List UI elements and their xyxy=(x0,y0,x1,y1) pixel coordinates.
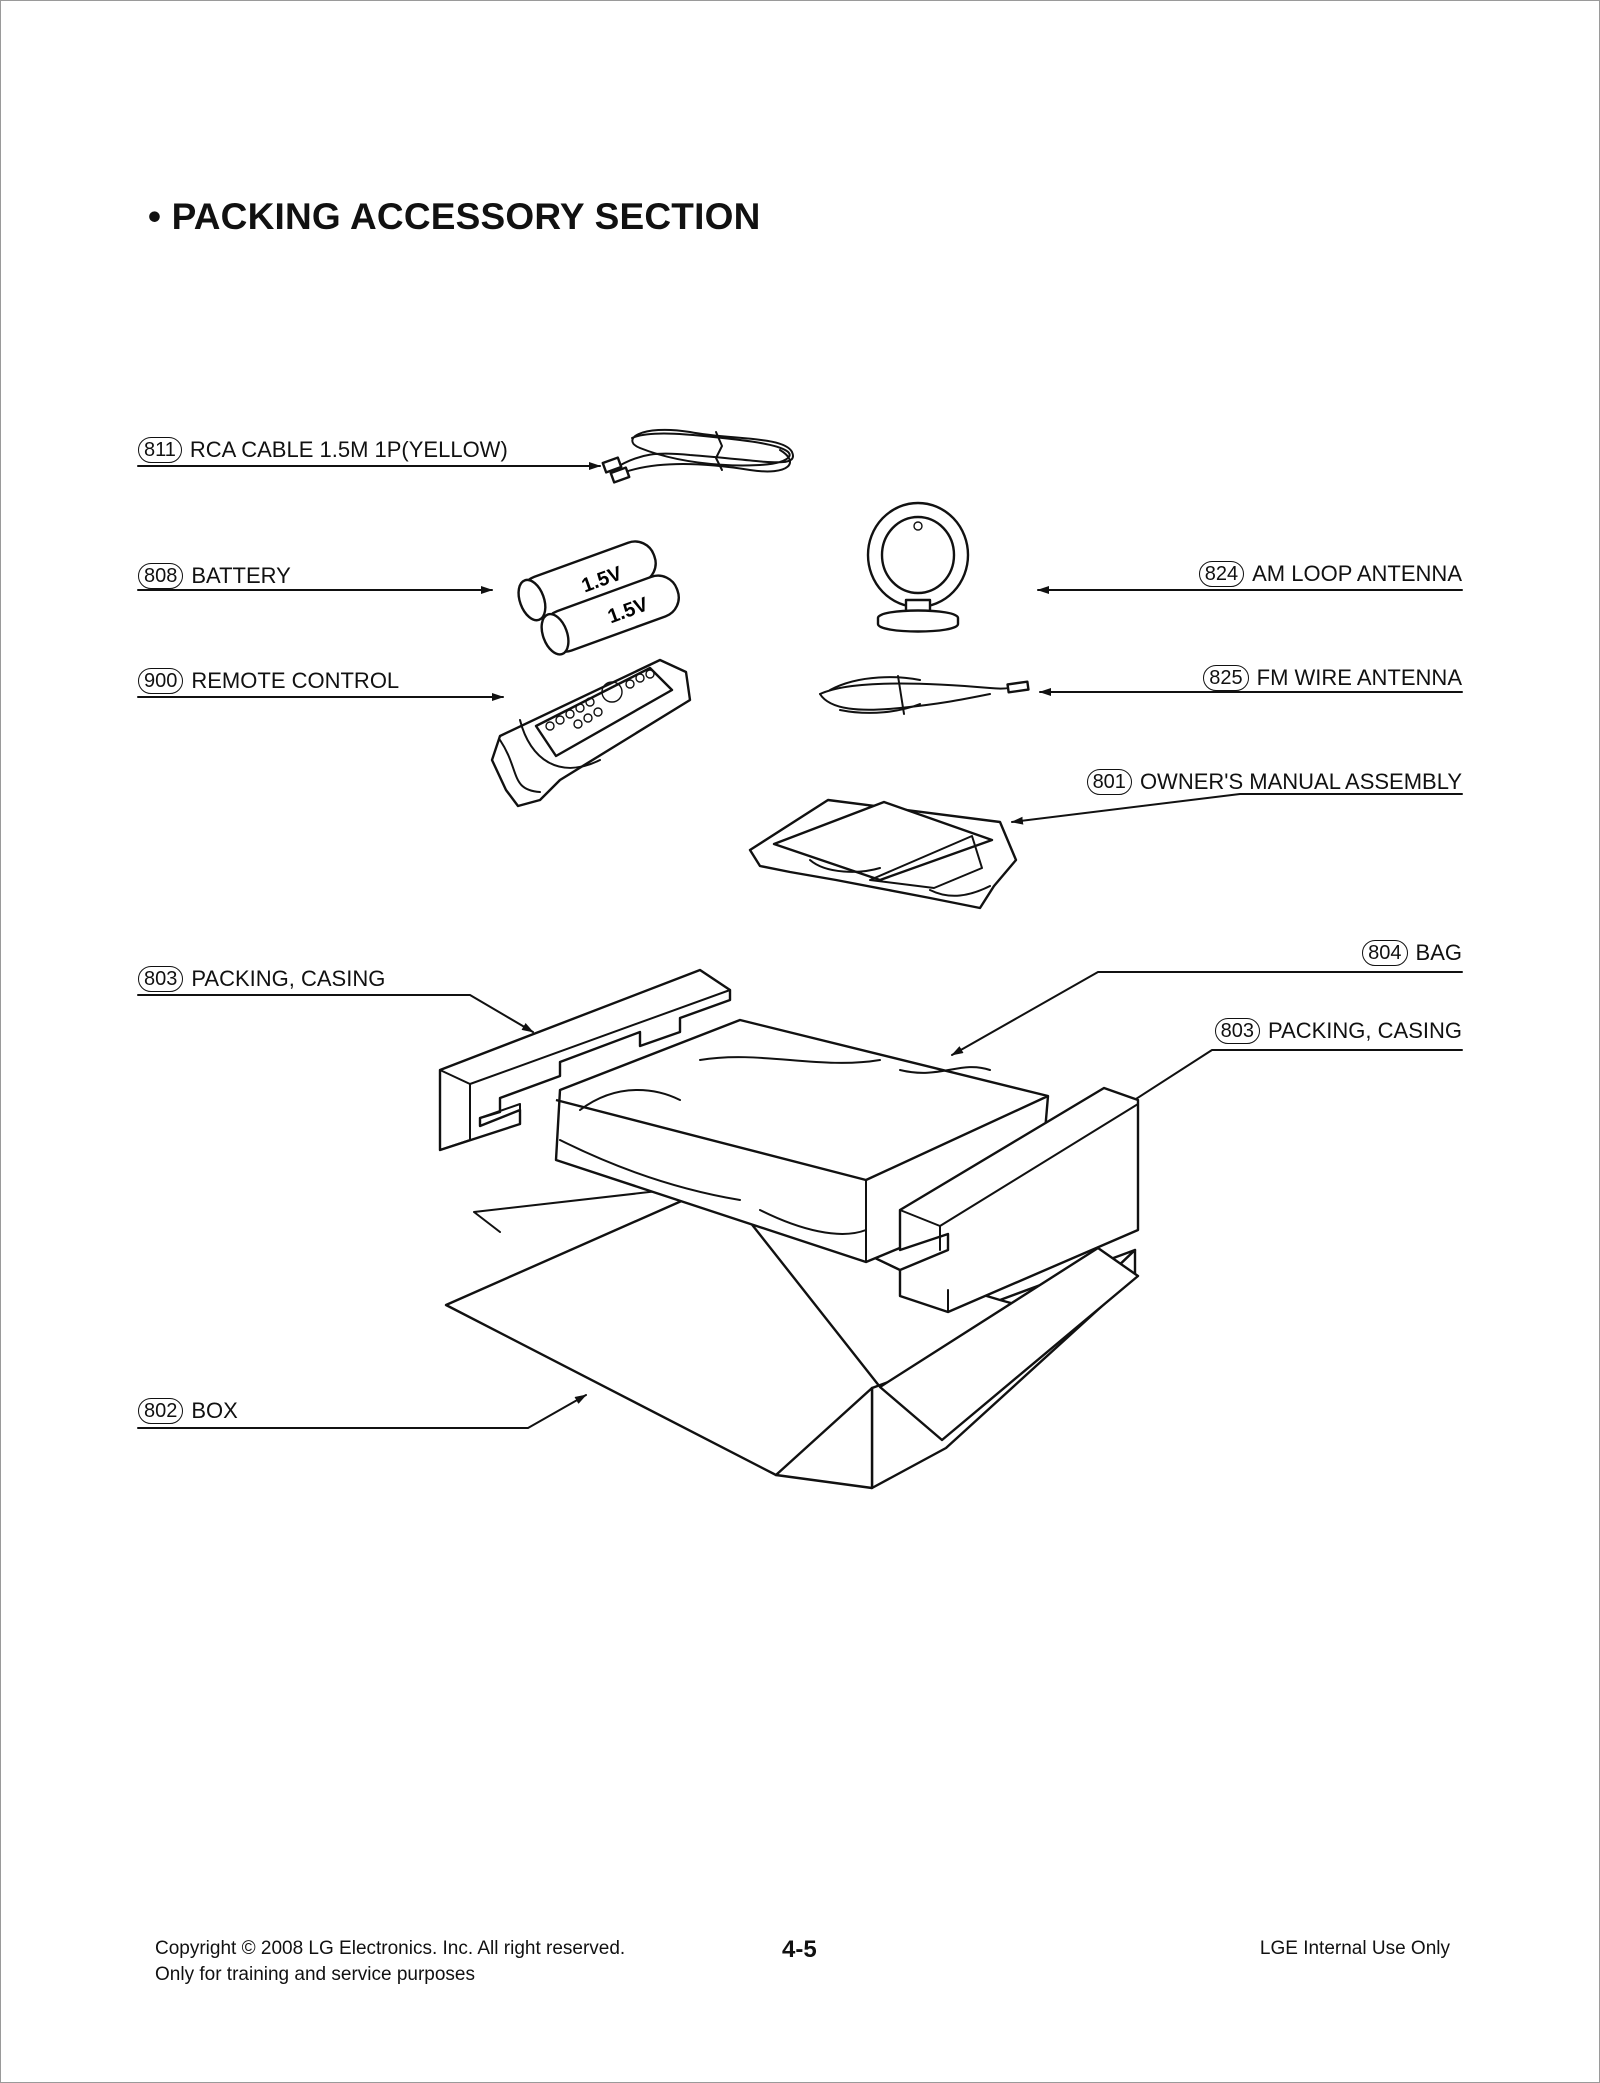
callout-number: 801 xyxy=(1086,769,1132,795)
callout-label: REMOTE CONTROL xyxy=(191,668,400,693)
callout-label: AM LOOP ANTENNA xyxy=(1252,561,1462,586)
footer-purpose: Only for training and service purposes xyxy=(155,1964,475,1985)
callout-remote-control: 900 REMOTE CONTROL xyxy=(138,663,399,699)
callout-number: 824 xyxy=(1198,561,1245,587)
callout-battery: 808 BATTERY xyxy=(138,558,291,594)
callout-number: 803 xyxy=(138,966,184,992)
fm-wire-antenna-illustration xyxy=(819,675,1030,715)
callout-owners-manual: 801 OWNER'S MANUAL ASSEMBLY xyxy=(1086,764,1462,800)
am-loop-antenna-illustration xyxy=(866,501,970,633)
footer-internal-notice: LGE Internal Use Only xyxy=(1259,1938,1450,1959)
callout-packing-casing-left: 803 PACKING, CASING xyxy=(138,961,385,997)
callout-label: RCA CABLE 1.5M 1P(YELLOW) xyxy=(189,437,508,462)
callout-number: 802 xyxy=(138,1398,184,1424)
callout-box: 802 BOX xyxy=(138,1393,238,1429)
callout-label: PACKING, CASING xyxy=(191,966,386,991)
callout-number: 803 xyxy=(1214,1018,1261,1044)
battery-illustration: 1.5V 1.5V xyxy=(517,540,680,656)
callout-bag: 804 BAG xyxy=(1362,935,1462,971)
leader-lines xyxy=(137,462,1463,1429)
packing-casing-left-illustration xyxy=(438,968,732,1152)
callout-number: 804 xyxy=(1362,940,1408,966)
callout-label: BATTERY xyxy=(191,563,291,588)
footer-copyright-block: Copyright © 2008 LG Electronics. Inc. Al… xyxy=(155,1936,625,1988)
callout-number: 811 xyxy=(138,437,182,463)
owners-manual-illustration xyxy=(748,798,1018,910)
callout-packing-casing-right: 803 PACKING, CASING xyxy=(1214,1013,1462,1049)
packing-casing-right-illustration xyxy=(898,1086,1140,1314)
callout-label: BOX xyxy=(191,1398,238,1423)
page-number: 4-5 xyxy=(782,1936,817,1963)
box-illustration xyxy=(444,1182,1140,1490)
callout-label: BAG xyxy=(1415,940,1462,965)
callout-number: 900 xyxy=(138,668,184,694)
callout-label: PACKING, CASING xyxy=(1268,1018,1462,1043)
callout-number: 808 xyxy=(138,563,184,589)
callout-am-loop-antenna: 824 AM LOOP ANTENNA xyxy=(1198,556,1462,592)
callout-fm-wire-antenna: 825 FM WIRE ANTENNA xyxy=(1203,660,1462,696)
callout-label: FM WIRE ANTENNA xyxy=(1256,665,1462,690)
section-title: • PACKING ACCESSORY SECTION xyxy=(148,196,761,237)
footer-copyright: Copyright © 2008 LG Electronics. Inc. Al… xyxy=(155,1938,626,1959)
callout-label: OWNER'S MANUAL ASSEMBLY xyxy=(1139,769,1462,794)
callout-number: 825 xyxy=(1203,665,1249,691)
rca-cable-illustration xyxy=(601,428,794,484)
remote-control-illustration xyxy=(490,658,692,808)
callout-rca-cable: 811 RCA CABLE 1.5M 1P(YELLOW) xyxy=(138,432,508,468)
